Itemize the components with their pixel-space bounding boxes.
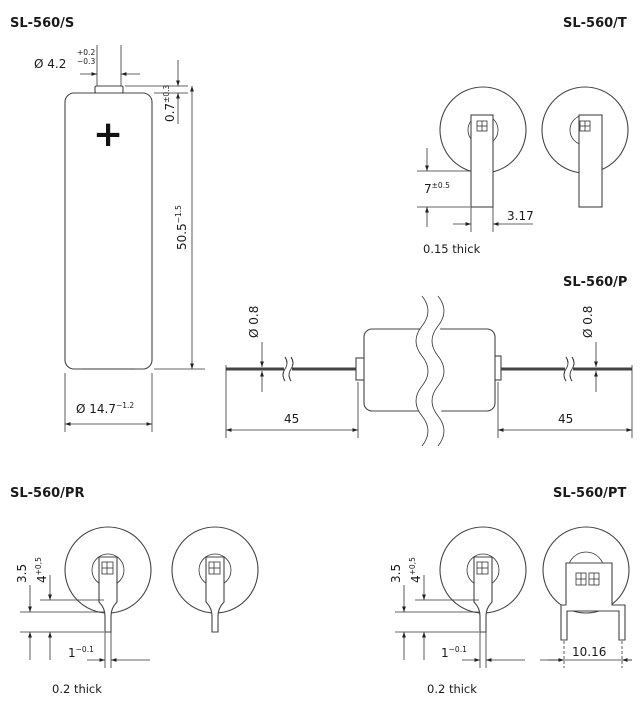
t-dim-tab-width: 3.17: [507, 209, 534, 223]
view-sl-560-p: SL-560/P Ø 0.8 Ø 0.8: [225, 275, 633, 447]
view-sl-560-s: SL-560/S Ø 4.2 +0.2 −0.3 + 0.7±0.3 50.5−…: [10, 16, 205, 432]
title-sl-560-pr: SL-560/PR: [10, 486, 84, 501]
t-dim-tab-length: 7±0.5: [424, 181, 450, 196]
dim-tab-diameter: Ø 4.2: [34, 57, 66, 71]
pr-dim-h1: 3.5: [15, 564, 29, 583]
cell-cap: [94, 85, 124, 94]
pr-pin-right: [205, 556, 225, 633]
dim-cell-diameter: Ø 14.7−1.2: [76, 401, 134, 416]
title-sl-560-t: SL-560/T: [563, 16, 627, 31]
pt-bent-pins: [560, 562, 626, 641]
pt-dim-h1: 3.5: [389, 564, 403, 583]
p-dim-lead-right: 45: [558, 412, 573, 426]
dim-length: 50.5−1.5: [174, 205, 189, 250]
p-dim-wire-dia-left: Ø 0.8: [247, 306, 261, 338]
p-dim-lead-left: 45: [284, 412, 299, 426]
t-thickness-note: 0.15 thick: [423, 242, 481, 256]
pt-dim-pitch: 10.16: [572, 645, 606, 659]
pr-dim-pin-width: 1−0.1: [68, 645, 94, 660]
view-sl-560-pt: SL-560/PT 3.5 4+0,5 1−0.1: [389, 486, 632, 696]
title-sl-560-s: SL-560/S: [10, 16, 74, 31]
t-tab-left: [470, 114, 494, 208]
view-sl-560-t: SL-560/T 7±0.5 3.17 0.15 thick: [417, 16, 629, 256]
pr-dim-h2: 4+0,5: [34, 557, 49, 583]
pt-thickness-note: 0.2 thick: [427, 682, 477, 696]
dim-tab-tol-lower: −0.3: [77, 57, 95, 66]
pr-thickness-note: 0.2 thick: [52, 682, 102, 696]
title-sl-560-pt: SL-560/PT: [553, 486, 626, 501]
title-sl-560-p: SL-560/P: [563, 275, 627, 290]
pt-dim-pin-width: 1−0.1: [441, 645, 467, 660]
pt-dim-h2: 4+0,5: [408, 557, 423, 583]
dim-tab-tol-upper: +0.2: [77, 48, 95, 57]
dim-cap-height: 0.7±0.3: [162, 84, 177, 122]
positive-terminal-plus: +: [93, 114, 123, 155]
p-break-line-right: [431, 295, 445, 447]
p-dim-wire-dia-right: Ø 0.8: [581, 306, 595, 338]
t-tab-right: [578, 114, 603, 208]
p-break-line-left: [415, 295, 429, 447]
view-sl-560-pr: SL-560/PR 3.5 4+0,5 1−0.1 0.2 thick: [10, 486, 259, 696]
